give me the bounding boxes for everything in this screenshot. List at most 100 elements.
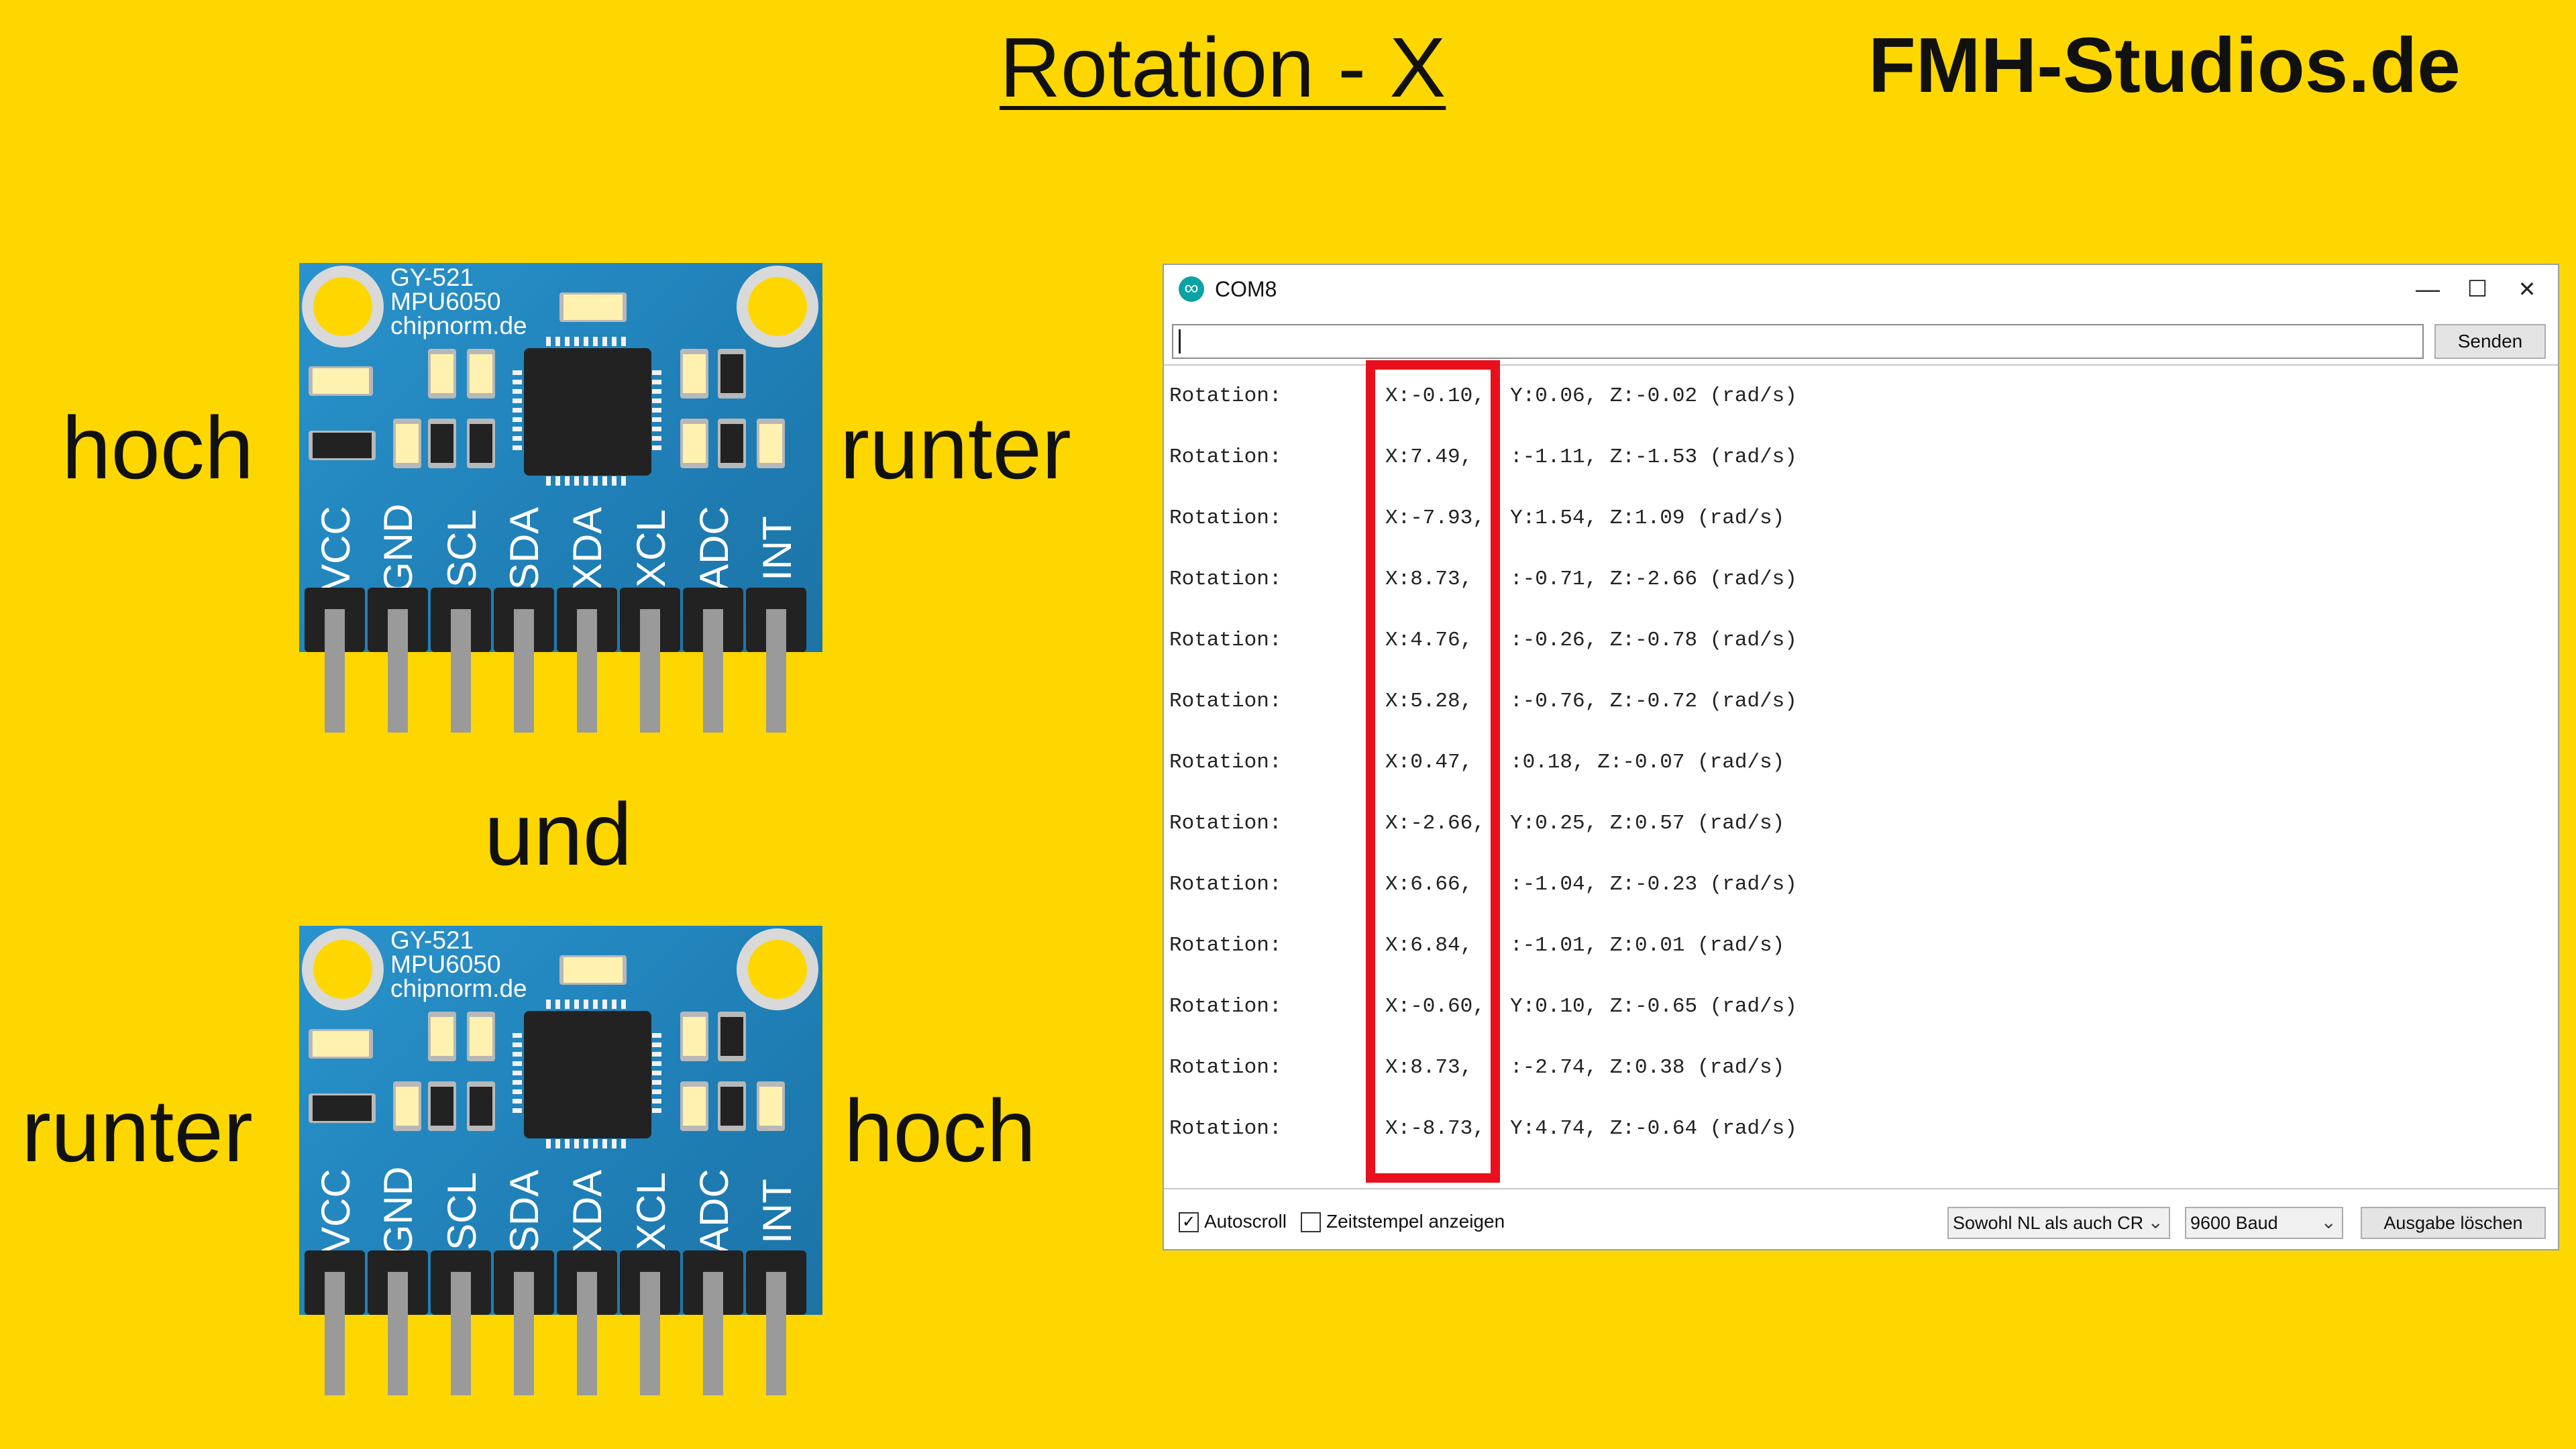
close-button[interactable]: ✕: [2518, 277, 2536, 301]
pin-label-xcl: XCL: [628, 1172, 674, 1250]
line-ending-select[interactable]: Sowohl NL als auch CR ⌄: [1947, 1207, 2170, 1239]
pin-label-gnd: GND: [376, 503, 421, 594]
pin-label-adc: ADC: [691, 1169, 737, 1254]
chip-pins: [652, 1033, 661, 1118]
pin-label-vcc: VCC: [313, 1169, 358, 1254]
brand-logo-text: FMH-Studios.de: [1868, 21, 2461, 109]
x-rotation-value: X:7.49,: [1385, 445, 1473, 469]
led-component: [757, 419, 785, 468]
clear-output-button[interactable]: Ausgabe löschen: [2361, 1207, 2546, 1239]
yz-rotation-values: :-1.11, Z:-1.53 (rad/s): [1510, 445, 1797, 469]
line-label: Rotation:: [1169, 751, 1282, 774]
line-label: Rotation:: [1169, 690, 1282, 713]
mpu6050-chip: [524, 1011, 651, 1138]
header-pin: [703, 1272, 723, 1395]
resistor-component: [718, 419, 746, 468]
header-pin: [325, 1272, 345, 1395]
chip-pins: [513, 1033, 522, 1118]
led-component: [393, 1081, 421, 1131]
window-title: COM8: [1215, 277, 1277, 301]
connector-label: und: [484, 785, 633, 883]
header-pin: [388, 609, 408, 733]
x-rotation-value: X:5.28,: [1385, 690, 1473, 713]
x-rotation-value: X:-0.10,: [1385, 384, 1485, 408]
x-column-highlight-box: [1366, 360, 1500, 1183]
mpu6050-board-top: GY-521 MPU6050 chipnorm.de VCC GND SCL S…: [299, 263, 822, 733]
resistor-component: [428, 419, 456, 468]
minimize-button[interactable]: —: [2416, 275, 2440, 303]
chip-pins: [546, 337, 631, 346]
resistor-component: [428, 1081, 456, 1131]
led-component: [467, 349, 495, 398]
yz-rotation-values: :0.18, Z:-0.07 (rad/s): [1510, 751, 1785, 774]
led-component: [428, 1012, 456, 1061]
board-name-line: GY-521: [390, 926, 474, 954]
yz-rotation-values: Y:0.10, Z:-0.65 (rad/s): [1510, 995, 1797, 1018]
pin-label-sda: SDA: [502, 506, 547, 590]
pin-label-xcl: XCL: [628, 509, 674, 588]
line-label: Rotation:: [1169, 506, 1282, 530]
header-pin: [388, 1272, 408, 1395]
x-rotation-value: X:-7.93,: [1385, 506, 1485, 530]
led-component: [559, 292, 627, 322]
led-component: [559, 955, 627, 985]
led-component: [393, 419, 421, 468]
line-label: Rotation:: [1169, 873, 1282, 896]
chip-pins: [546, 1139, 631, 1148]
led-component: [680, 419, 708, 468]
line-label: Rotation:: [1169, 568, 1282, 591]
pin-label-xda: XDA: [565, 506, 610, 590]
line-label: Rotation:: [1169, 995, 1282, 1018]
x-rotation-value: X:6.84,: [1385, 934, 1473, 957]
serial-output-area[interactable]: Rotation: X:-0.10, Y:0.06, Z:-0.02 (rad/s)…: [1164, 364, 2558, 1189]
timestamp-checkbox[interactable]: [1301, 1212, 1321, 1232]
header-pin: [451, 1272, 471, 1395]
header-pin: [766, 1272, 786, 1395]
pin-label-sda: SDA: [502, 1169, 547, 1253]
pin-label-scl: SCL: [439, 509, 484, 588]
resistor-component: [467, 419, 495, 468]
autoscroll-label: Autoscroll: [1204, 1211, 1287, 1232]
header-pin: [703, 609, 723, 733]
resistor-component: [718, 1012, 746, 1061]
x-rotation-value: X:-0.60,: [1385, 995, 1485, 1018]
led-component: [467, 1012, 495, 1061]
yz-rotation-values: :-0.26, Z:-0.78 (rad/s): [1510, 629, 1797, 652]
led-component: [757, 1081, 785, 1131]
resistor-component: [467, 1081, 495, 1131]
mounting-hole: [302, 266, 384, 347]
window-titlebar[interactable]: COM8 — ☐ ✕: [1164, 265, 2558, 313]
x-rotation-value: X:8.73,: [1385, 568, 1473, 591]
led-component: [309, 366, 373, 396]
pin-label-adc: ADC: [691, 506, 737, 591]
yz-rotation-values: Y:0.06, Z:-0.02 (rad/s): [1510, 384, 1797, 408]
chip-pins: [513, 370, 522, 455]
resistor-component: [718, 1081, 746, 1131]
baud-rate-select[interactable]: 9600 Baud ⌄: [2185, 1207, 2343, 1239]
led-component: [309, 1029, 373, 1059]
header-pin: [640, 1272, 660, 1395]
header-pin: [514, 1272, 534, 1395]
checkmark-icon: ✓: [1181, 1213, 1196, 1231]
led-component: [428, 349, 456, 398]
board-name-line: chipnorm.de: [390, 975, 527, 1002]
serial-send-input[interactable]: [1172, 324, 2424, 359]
arduino-icon: [1179, 276, 1204, 302]
autoscroll-checkbox[interactable]: ✓: [1179, 1212, 1199, 1232]
board-name-line: MPU6050: [390, 951, 501, 978]
header-pin: [325, 609, 345, 733]
x-rotation-value: X:8.73,: [1385, 1056, 1473, 1079]
chip-pins: [652, 370, 661, 455]
send-button[interactable]: Senden: [2434, 324, 2546, 359]
top-right-direction-label: runter: [840, 398, 1071, 497]
timestamp-label: Zeitstempel anzeigen: [1326, 1211, 1505, 1232]
yz-rotation-values: :-0.71, Z:-2.66 (rad/s): [1510, 568, 1797, 591]
maximize-button[interactable]: ☐: [2467, 276, 2488, 302]
line-label: Rotation:: [1169, 384, 1282, 408]
board-name-line: GY-521: [390, 264, 474, 291]
x-rotation-value: X:-8.73,: [1385, 1117, 1485, 1140]
resistor-component: [309, 1093, 376, 1123]
chip-pins: [546, 476, 631, 486]
yz-rotation-values: Y:0.25, Z:0.57 (rad/s): [1510, 812, 1785, 835]
pin-label-vcc: VCC: [313, 506, 358, 591]
